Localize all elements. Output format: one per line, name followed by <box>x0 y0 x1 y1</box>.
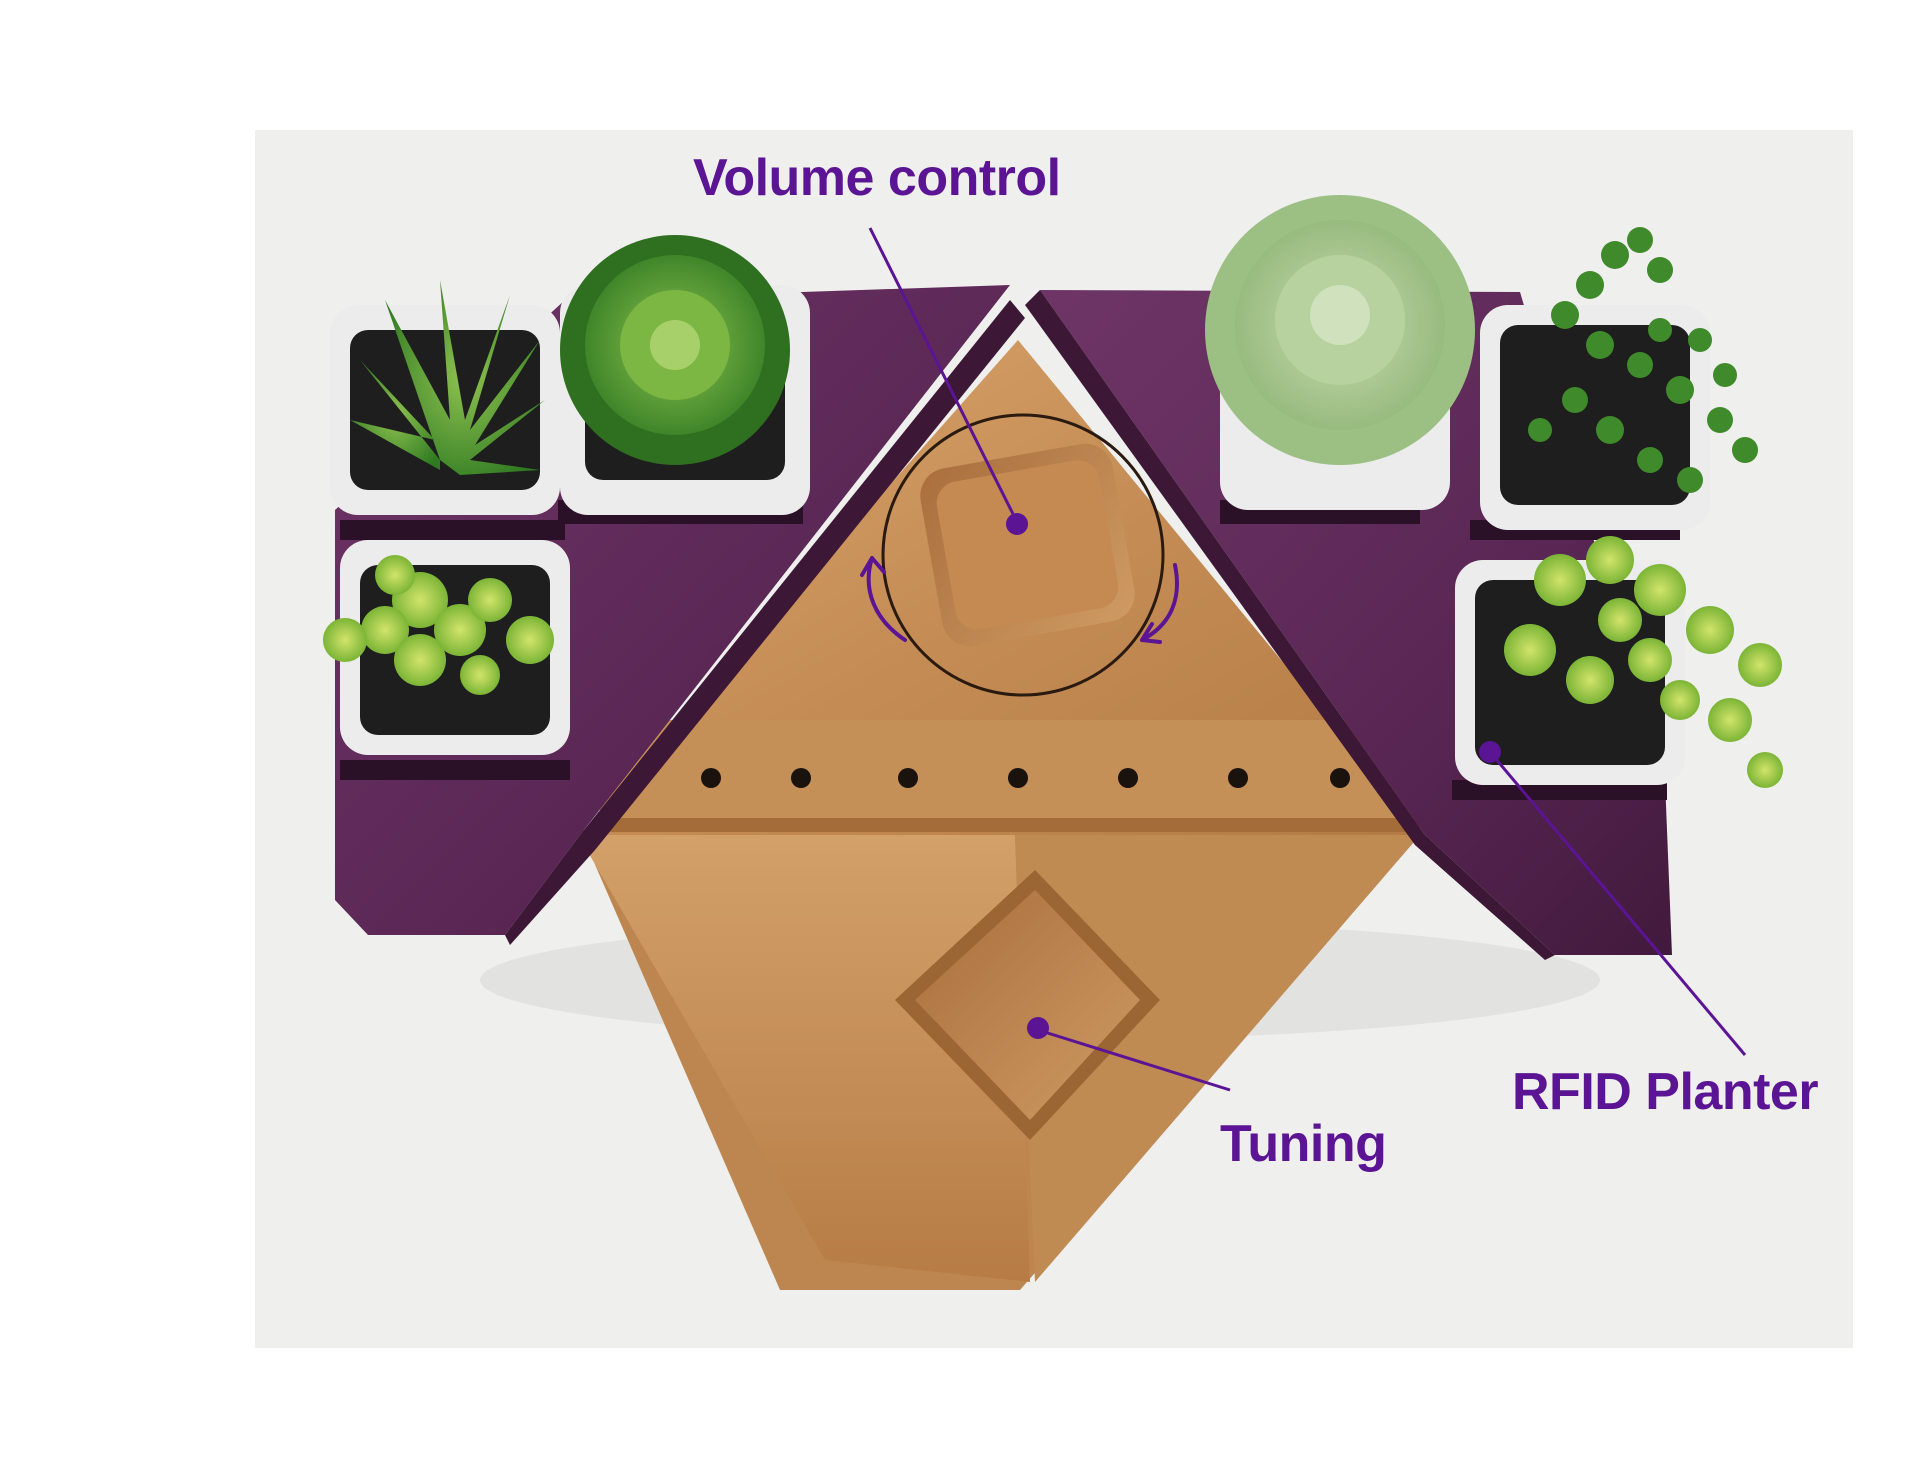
volume-dial-ring <box>881 413 1165 697</box>
volume-leader-line <box>868 227 1019 523</box>
succulent-bead <box>323 555 554 695</box>
succulent-clover <box>1504 536 1783 788</box>
succulent-string <box>1528 227 1758 493</box>
rotate-cw-arrow-icon <box>1140 563 1179 644</box>
pot-top-left-1 <box>330 305 560 515</box>
volume-control-label: Volume control <box>693 149 1061 207</box>
rfid-leader-line <box>1488 751 1747 1056</box>
succulent-rosette-pale <box>1205 195 1475 465</box>
tuning-label: Tuning <box>1220 1115 1387 1173</box>
tuning-callout-dot <box>1027 1017 1049 1039</box>
rfid-callout-dot <box>1479 741 1501 763</box>
tuning-leader-line <box>1037 1028 1231 1092</box>
succulent-spiky <box>350 280 545 475</box>
rotate-ccw-arrow-icon <box>860 556 907 642</box>
succulent-rosette-dark <box>560 235 790 465</box>
rfid-planter-label: RFID Planter <box>1512 1063 1819 1121</box>
hole-row <box>701 768 1350 788</box>
volume-callout-dot <box>1006 513 1028 535</box>
